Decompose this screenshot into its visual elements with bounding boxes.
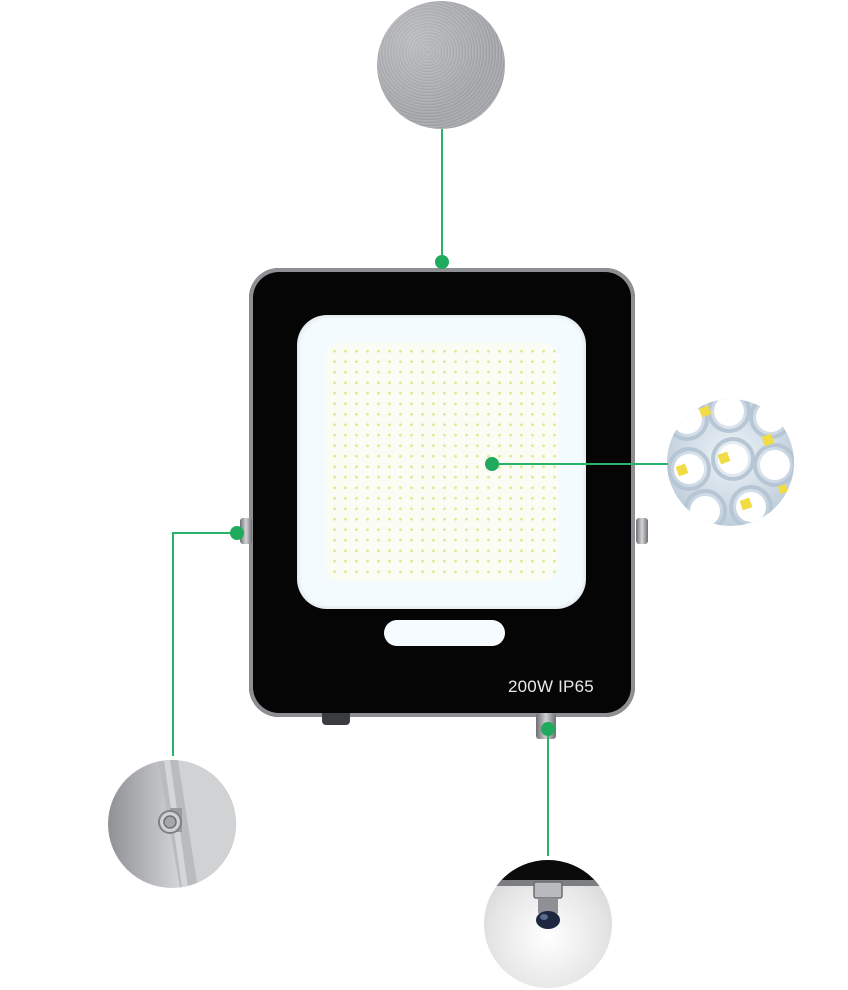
sensor-window <box>384 620 505 646</box>
led-chip-detail-icon <box>667 399 794 526</box>
cable-connector-detail-icon <box>484 860 612 988</box>
gland-callout-line <box>547 729 549 856</box>
gland-callout-dot <box>541 722 555 736</box>
power-rating-label: 200W IP65 <box>508 677 594 696</box>
led-callout-line <box>492 463 668 465</box>
cable-connector-detail-art <box>484 860 612 929</box>
texture-callout-dot <box>435 255 449 269</box>
bracket-screw-detail-art <box>158 760 236 888</box>
texture-callout-line <box>441 129 443 262</box>
bracket-screw-detail-icon <box>108 760 236 888</box>
led-callout-dot <box>485 457 499 471</box>
led-chip-detail-art <box>667 399 794 526</box>
right-bracket-knob <box>636 518 648 544</box>
texture-detail-icon <box>377 1 505 129</box>
led-array-panel <box>325 343 558 581</box>
bracket-callout-dot <box>230 526 244 540</box>
bracket-callout-line-vertical <box>172 532 174 756</box>
bottom-mount-tab <box>322 713 350 725</box>
bracket-callout-line-horizontal <box>172 532 237 534</box>
left-bracket-knob <box>240 518 252 544</box>
